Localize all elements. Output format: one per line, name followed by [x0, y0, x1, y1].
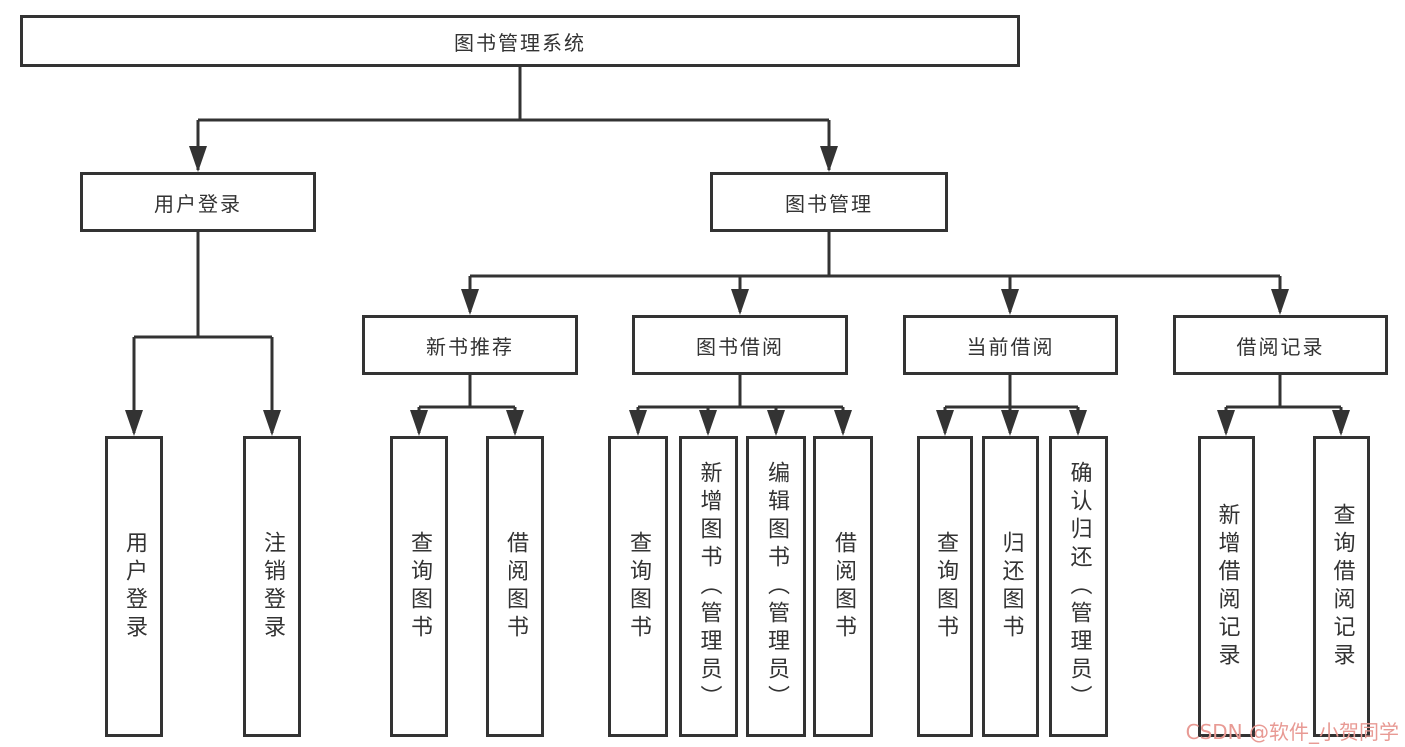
node-new-book-recommend: 新书推荐 [362, 315, 578, 375]
node-new-book-recommend-label: 新书推荐 [426, 334, 514, 359]
node-book-management: 图书管理 [710, 172, 948, 232]
node-current-borrowing-label: 当前借阅 [966, 334, 1055, 359]
leaf-borrowing-borrow-books-label: 借阅图书 [831, 530, 856, 643]
leaf-user-login: 用户登录 [105, 436, 163, 737]
leaf-borrowing-borrow-books: 借阅图书 [813, 436, 873, 737]
node-root-system: 图书管理系统 [20, 15, 1020, 67]
node-book-borrowing: 图书借阅 [632, 315, 848, 375]
node-user-login-label: 用户登录 [154, 191, 242, 216]
node-root-label: 图书管理系统 [454, 30, 586, 55]
node-borrow-records: 借阅记录 [1173, 315, 1388, 375]
leaf-edit-books-admin: 编辑图书（管理员） [746, 436, 806, 737]
leaf-current-query-books: 查询图书 [917, 436, 973, 737]
leaf-current-query-books-label: 查询图书 [933, 530, 958, 643]
leaf-add-books-admin-label: 新增图书（管理员） [696, 460, 722, 713]
connector-paths [132, 67, 1343, 433]
leaf-borrowing-query-books-label: 查询图书 [626, 530, 651, 643]
leaf-borrowing-query-books: 查询图书 [608, 436, 668, 737]
leaf-recommend-borrow-books: 借阅图书 [486, 436, 544, 737]
node-current-borrowing: 当前借阅 [903, 315, 1118, 375]
leaf-add-borrow-record: 新增借阅记录 [1198, 436, 1255, 737]
leaf-user-login-label: 用户登录 [122, 530, 147, 643]
leaf-confirm-return-admin-label: 确认归还（管理员） [1066, 460, 1092, 713]
leaf-recommend-query-books-label: 查询图书 [407, 530, 432, 643]
leaf-query-borrow-record: 查询借阅记录 [1313, 436, 1370, 737]
leaf-add-borrow-record-label: 新增借阅记录 [1214, 502, 1240, 671]
node-borrow-records-label: 借阅记录 [1236, 334, 1325, 359]
leaf-query-borrow-record-label: 查询借阅记录 [1329, 502, 1355, 671]
leaf-recommend-borrow-books-label: 借阅图书 [503, 530, 528, 643]
leaf-logout: 注销登录 [243, 436, 301, 737]
leaf-return-books: 归还图书 [982, 436, 1039, 737]
csdn-watermark: CSDN @软件_小贺同学 [1185, 720, 1399, 744]
node-user-login: 用户登录 [80, 172, 316, 232]
leaf-confirm-return-admin: 确认归还（管理员） [1049, 436, 1108, 737]
leaf-edit-books-admin-label: 编辑图书（管理员） [764, 460, 789, 713]
leaf-logout-label: 注销登录 [260, 530, 285, 643]
leaf-recommend-query-books: 查询图书 [390, 436, 448, 737]
leaf-return-books-label: 归还图书 [998, 530, 1024, 643]
node-book-management-label: 图书管理 [785, 191, 873, 216]
leaf-add-books-admin: 新增图书（管理员） [679, 436, 738, 737]
arrowheads [125, 146, 1350, 436]
node-book-borrowing-label: 图书借阅 [696, 334, 784, 359]
